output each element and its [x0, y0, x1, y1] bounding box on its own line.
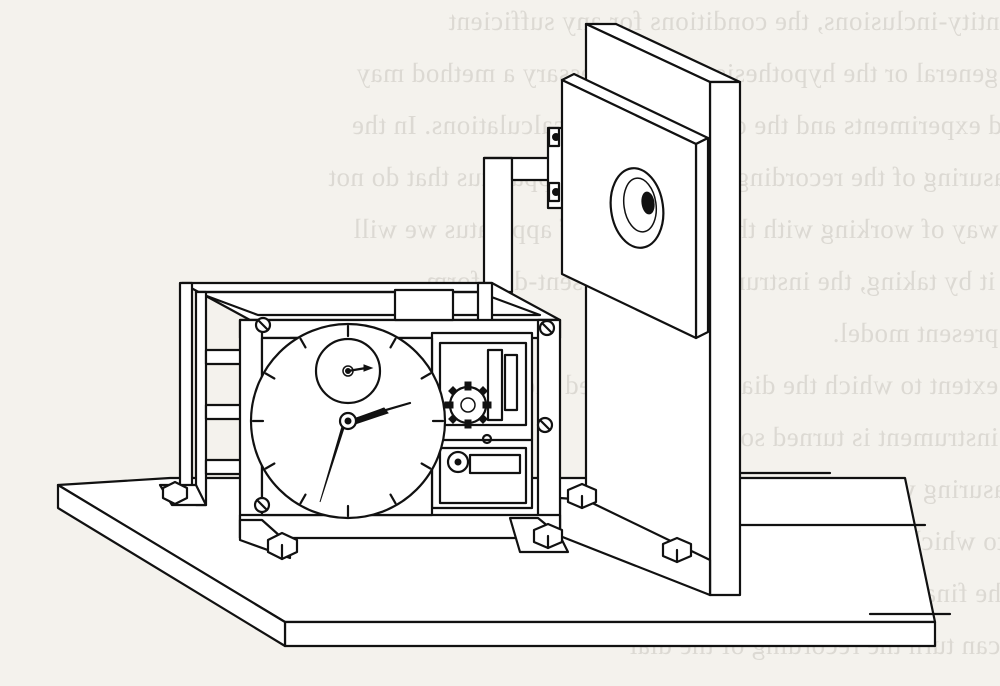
bracket-arm	[482, 126, 574, 294]
dial-tick	[389, 337, 397, 349]
dial-tick	[264, 372, 276, 380]
lens-plate	[560, 72, 710, 340]
screw-icon	[538, 319, 556, 337]
lens-icon	[609, 167, 665, 249]
dial-tick	[299, 337, 307, 349]
hex-bolt-icon	[566, 482, 598, 510]
screw-icon	[254, 316, 272, 334]
gear-mechanism	[430, 331, 534, 510]
dial-tick	[299, 493, 307, 505]
dial-tick	[420, 372, 432, 380]
screw-icon	[253, 496, 271, 514]
frame-screws	[253, 316, 556, 514]
subdial	[314, 337, 382, 405]
hex-bolt-icon	[161, 480, 189, 506]
hex-bolt-icon	[266, 531, 299, 561]
clock-dial	[249, 322, 447, 520]
hex-bolt-icon	[532, 522, 564, 550]
clock-hands	[319, 401, 412, 503]
screw-icon	[536, 416, 554, 434]
edge-lines	[738, 471, 952, 616]
dial-tick	[264, 462, 276, 470]
hex-bolt-icon	[661, 536, 693, 564]
dial-tick	[420, 462, 432, 470]
lower-gear-icon	[446, 450, 470, 474]
base-bolts	[161, 480, 693, 564]
dial-tick	[389, 493, 397, 505]
gear-icon	[444, 381, 492, 429]
